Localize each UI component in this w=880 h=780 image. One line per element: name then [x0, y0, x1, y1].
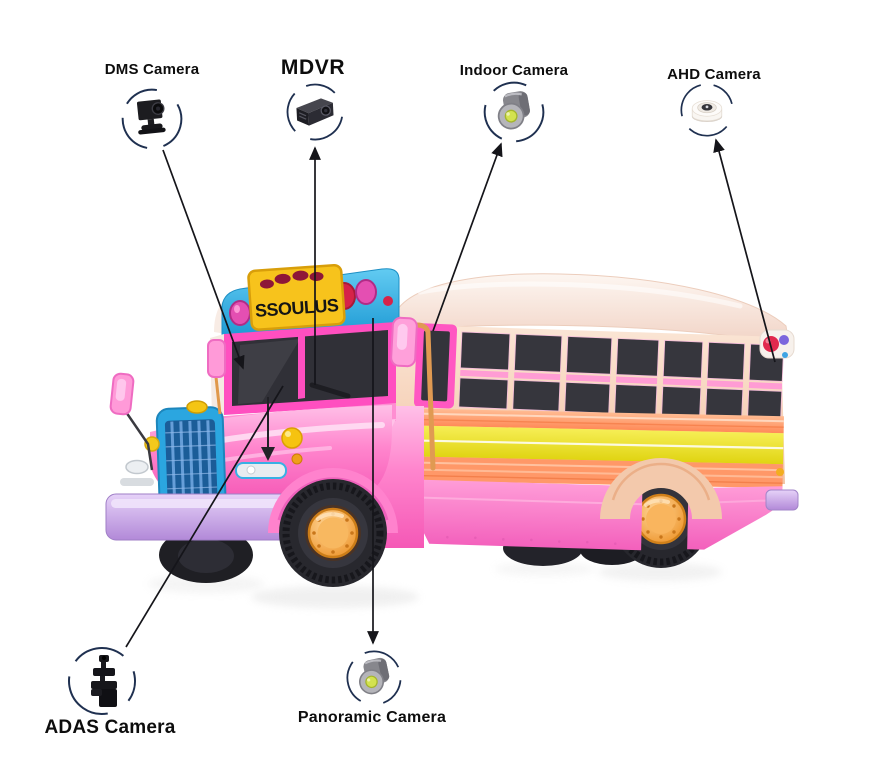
- front-wheel: [279, 479, 387, 587]
- callout-label-indoor: Indoor Camera: [459, 62, 569, 79]
- hood-wiper: [261, 397, 275, 461]
- dms-camera-icon: [120, 87, 184, 151]
- callout-label-ahd: AHD Camera: [667, 66, 761, 83]
- connector-indoor: [432, 142, 503, 332]
- rear-fender-arch: [600, 458, 722, 520]
- bus-roof: [392, 273, 790, 347]
- connector-adas: [125, 385, 284, 648]
- front-bumper: [105, 493, 323, 541]
- ahd-dome-camera-icon: [679, 82, 735, 138]
- mirrors: [109, 316, 418, 471]
- callout-label-panoramic: Panoramic Camera: [297, 709, 447, 726]
- door-handrail: [414, 322, 436, 471]
- callout-label-mdvr: MDVR: [280, 56, 346, 79]
- adas-camera-icon: [66, 645, 138, 717]
- destination-sign: SSOULUS: [247, 264, 346, 331]
- windshield-glass: [232, 330, 388, 406]
- panoramic-camera-icon: [345, 649, 403, 707]
- indoor-camera-icon: [482, 80, 546, 144]
- side-windows: [413, 323, 785, 421]
- marker-lights: [144, 400, 303, 465]
- headlights: [120, 459, 287, 486]
- ground-shadows: [148, 562, 722, 608]
- callout-label-dms: DMS Camera: [104, 61, 200, 78]
- rear-marker-amber: [776, 468, 784, 476]
- front-grille: [155, 406, 227, 510]
- connector-ahd: [713, 138, 776, 363]
- connector-dms: [162, 149, 245, 370]
- mdvr-recorder-icon: [285, 82, 345, 142]
- callout-label-adas: ADAS Camera: [44, 717, 176, 738]
- rear-light-purple: [779, 335, 789, 345]
- windshield-wiper: [309, 382, 351, 399]
